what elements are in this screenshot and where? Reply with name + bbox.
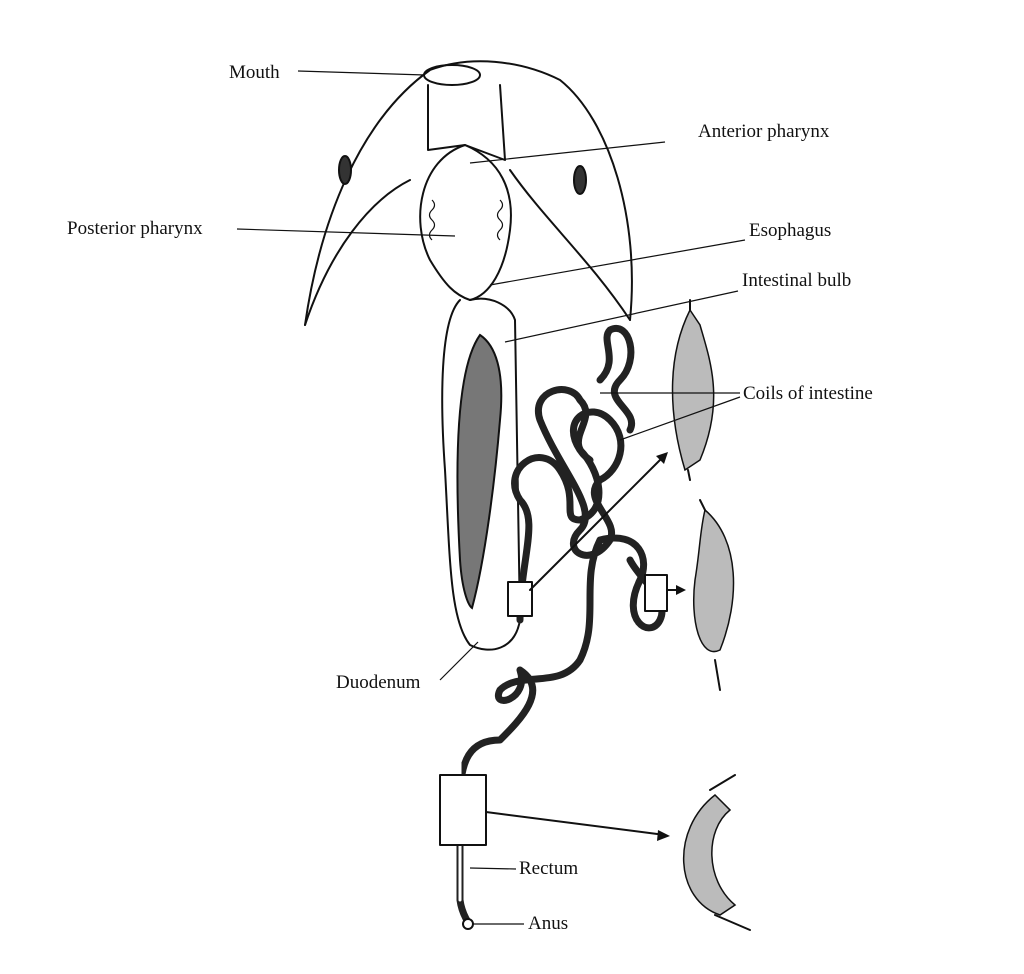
head-outline [304, 60, 633, 326]
label-coils-of-intestine: Coils of intestine [743, 383, 873, 404]
cross-section-3 [683, 794, 737, 916]
intestinal-bulb-shape [441, 297, 521, 651]
section-box-1 [507, 581, 533, 617]
mouth-shape [423, 64, 481, 86]
label-anus: Anus [528, 913, 569, 934]
label-intestinal-bulb: Intestinal bulb [742, 270, 852, 291]
label-duodenum: Duodenum [336, 672, 421, 693]
label-rectum: Rectum [519, 858, 579, 879]
section-box-2 [644, 574, 668, 612]
cross-section-1 [671, 308, 715, 472]
intestine-coils [456, 325, 666, 929]
label-esophagus: Esophagus [749, 220, 832, 241]
arrows [485, 452, 686, 841]
leader-lines [236, 70, 746, 925]
cross-section-2 [692, 508, 735, 653]
label-anterior-pharynx: Anterior pharynx [698, 121, 830, 142]
label-posterior-pharynx: Posterior pharynx [67, 218, 203, 239]
section-box-3 [439, 774, 487, 846]
label-mouth: Mouth [229, 62, 280, 83]
anterior-pharynx-shape [427, 84, 506, 161]
